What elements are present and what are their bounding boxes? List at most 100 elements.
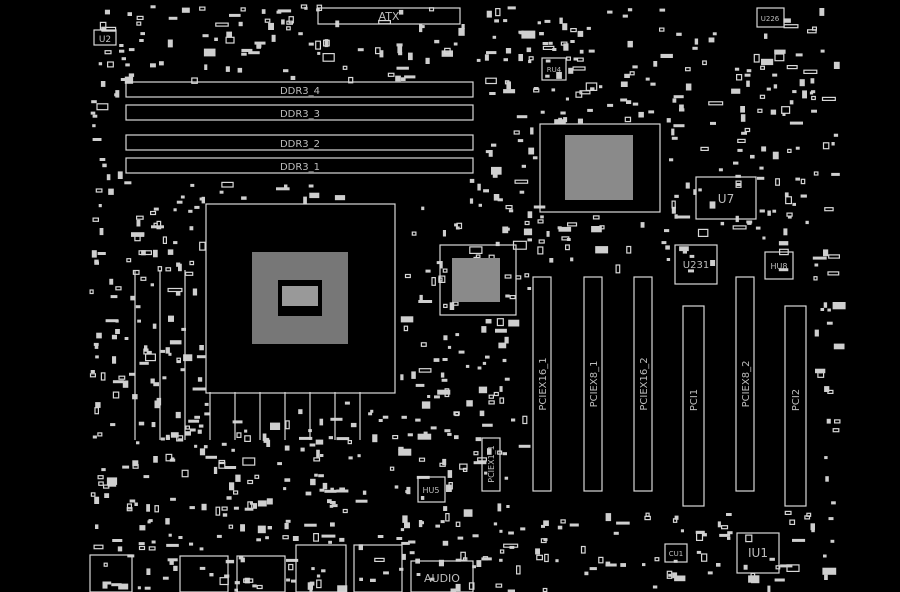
dimm-slot-2[interactable]: DDR3_2 bbox=[125, 134, 474, 151]
pad bbox=[589, 567, 597, 571]
chipset-pch[interactable] bbox=[539, 123, 661, 213]
pad bbox=[180, 195, 185, 199]
pad bbox=[537, 219, 544, 224]
pad bbox=[124, 337, 129, 340]
chip-iu1[interactable]: IU1 bbox=[736, 532, 780, 574]
slot-pciex16-1[interactable]: PCIEX16_1 bbox=[532, 276, 552, 492]
pad bbox=[411, 371, 416, 379]
pad bbox=[283, 69, 289, 73]
pad bbox=[515, 275, 522, 280]
pad bbox=[189, 542, 194, 546]
slot-pci1[interactable]: PCI1 bbox=[682, 305, 705, 507]
pad bbox=[102, 581, 108, 589]
pad bbox=[405, 490, 409, 494]
pad bbox=[505, 294, 510, 298]
pad bbox=[106, 61, 114, 68]
audio-connector[interactable]: AUDIO bbox=[410, 560, 474, 592]
pad bbox=[204, 412, 210, 416]
pad bbox=[824, 574, 828, 580]
pad bbox=[772, 73, 778, 77]
pad bbox=[537, 21, 541, 25]
pad bbox=[404, 273, 411, 279]
pad bbox=[772, 209, 777, 213]
north-bga-chip[interactable] bbox=[439, 244, 517, 316]
pad bbox=[491, 143, 497, 147]
pad bbox=[443, 335, 448, 341]
dimm-slot-3[interactable]: DDR3_3 bbox=[125, 104, 474, 121]
pad bbox=[375, 47, 381, 55]
pad bbox=[94, 345, 99, 349]
pad bbox=[198, 424, 204, 428]
chip-u231[interactable]: U231 bbox=[674, 244, 718, 285]
slot-pciex16-2[interactable]: PCIEX16_2 bbox=[633, 276, 653, 492]
cpu-socket[interactable] bbox=[205, 203, 396, 394]
pad bbox=[497, 503, 502, 512]
pad bbox=[461, 24, 465, 30]
atx-connector[interactable]: ATX bbox=[317, 7, 461, 25]
pad bbox=[418, 457, 426, 462]
chip-u2[interactable]: U2 bbox=[93, 29, 117, 46]
pad bbox=[94, 496, 100, 504]
pad bbox=[303, 196, 307, 205]
chip-cu1[interactable]: CU1 bbox=[664, 543, 688, 563]
pad bbox=[772, 151, 779, 160]
pad bbox=[685, 83, 692, 91]
pad bbox=[188, 419, 200, 423]
pad bbox=[418, 520, 423, 528]
pad bbox=[398, 9, 404, 15]
pad bbox=[674, 515, 679, 520]
chip-hu5[interactable]: HU5 bbox=[417, 476, 446, 503]
pad bbox=[286, 558, 299, 562]
pad bbox=[787, 148, 792, 153]
slot-pci2[interactable]: PCI2 bbox=[784, 305, 807, 507]
pad bbox=[735, 174, 741, 178]
pad bbox=[176, 357, 182, 363]
pad bbox=[329, 501, 336, 504]
pad bbox=[727, 536, 731, 540]
pad bbox=[744, 73, 751, 77]
pad bbox=[348, 456, 353, 460]
pad bbox=[479, 410, 485, 417]
chip-u226[interactable]: U226 bbox=[756, 7, 785, 28]
pad bbox=[645, 512, 650, 517]
pad bbox=[324, 39, 329, 48]
dimm-slot-4[interactable]: DDR3_4 bbox=[125, 81, 474, 98]
pad bbox=[761, 58, 774, 66]
pad bbox=[222, 513, 228, 517]
pad bbox=[166, 543, 179, 547]
pad bbox=[188, 209, 193, 213]
pad bbox=[482, 361, 487, 365]
pad bbox=[447, 470, 453, 478]
pad bbox=[185, 425, 191, 430]
pad bbox=[112, 539, 123, 542]
pad bbox=[503, 89, 516, 94]
pad bbox=[267, 526, 272, 530]
pad bbox=[225, 66, 230, 72]
pad bbox=[240, 7, 246, 12]
pad bbox=[148, 546, 156, 551]
chip-ru4[interactable]: RU4 bbox=[541, 57, 567, 81]
pad bbox=[254, 474, 260, 479]
pad bbox=[137, 586, 141, 590]
pad bbox=[153, 249, 158, 258]
pad bbox=[453, 42, 458, 46]
slot-pciex8-2[interactable]: PCIEX8_2 bbox=[735, 276, 755, 492]
chip-hu8[interactable]: HU8 bbox=[764, 251, 794, 280]
pad bbox=[236, 432, 242, 438]
pad bbox=[737, 148, 743, 152]
pad bbox=[485, 77, 497, 85]
dimm-slot-1[interactable]: DDR3_1 bbox=[125, 157, 474, 174]
pad bbox=[266, 498, 273, 505]
pad bbox=[100, 372, 106, 381]
pad bbox=[465, 364, 470, 368]
slot-pciex1-1[interactable]: PCIEX1_1 bbox=[481, 437, 501, 492]
pad bbox=[822, 567, 837, 575]
pad bbox=[435, 524, 440, 528]
pad bbox=[440, 520, 445, 524]
pad bbox=[495, 583, 503, 588]
slot-pciex8-1[interactable]: PCIEX8_1 bbox=[583, 276, 603, 492]
pad bbox=[629, 71, 635, 76]
chip-u7[interactable]: U7 bbox=[695, 176, 757, 220]
pad bbox=[304, 523, 317, 527]
